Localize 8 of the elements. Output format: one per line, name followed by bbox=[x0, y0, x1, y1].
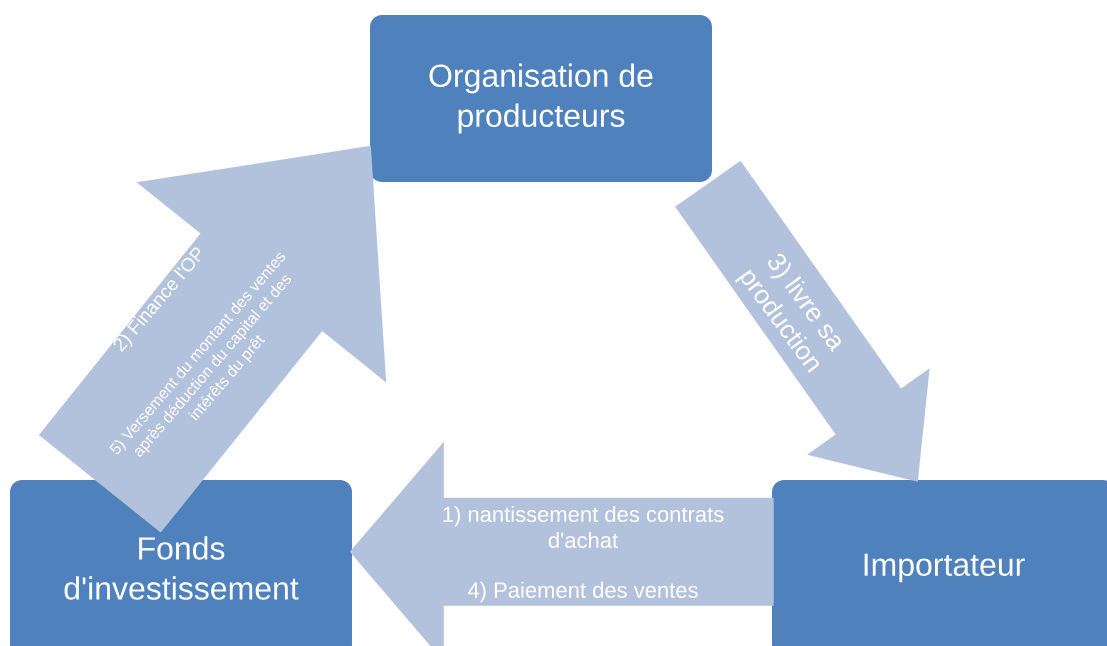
block-arrow bbox=[38, 145, 387, 533]
block-arrow bbox=[675, 160, 930, 482]
arrow-text: 4) Paiement des ventes bbox=[467, 581, 698, 603]
process-box: Organisation de producteurs bbox=[370, 15, 712, 182]
edge-label: 1) nantissement des contrats d'achat bbox=[443, 505, 724, 549]
block-arrow bbox=[349, 441, 774, 646]
process-box: Fonds d'investissement bbox=[10, 480, 352, 646]
process-box: Importateur bbox=[772, 480, 1107, 646]
